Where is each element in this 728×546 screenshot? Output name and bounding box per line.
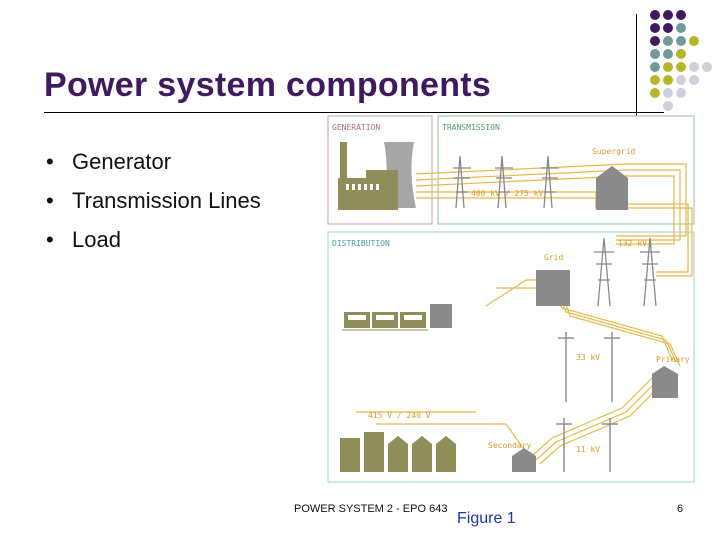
bullet-icon: • xyxy=(46,187,54,213)
voltage-11-label: 11 kV xyxy=(576,445,600,454)
supergrid-substation-icon xyxy=(596,166,628,210)
decor-dot xyxy=(676,23,686,33)
decor-dot xyxy=(650,62,660,72)
decor-dot xyxy=(663,10,673,20)
supergrid-label: Supergrid xyxy=(592,147,636,156)
bullet-text: Generator xyxy=(72,148,172,174)
decor-dot xyxy=(702,62,712,72)
voltage-132-label: 132 kV xyxy=(618,239,647,248)
decor-dot xyxy=(663,36,673,46)
distribution-panel xyxy=(327,231,695,483)
decor-dot xyxy=(663,49,673,59)
decor-dot xyxy=(650,23,660,33)
bullet-icon: • xyxy=(46,226,54,252)
voltage-415-label: 415 V / 240 V xyxy=(368,411,431,420)
decor-dot xyxy=(650,10,660,20)
decor-dot xyxy=(676,75,686,85)
decor-dot xyxy=(663,75,673,85)
decor-dot xyxy=(689,36,699,46)
bullet-item: • Generator xyxy=(46,142,261,181)
decor-horizontal-rule xyxy=(44,112,664,113)
bullet-item: • Transmission Lines xyxy=(46,181,261,220)
pylon-132-icon xyxy=(594,237,660,307)
railway-icon xyxy=(342,312,428,331)
load-buildings-icon xyxy=(340,432,456,472)
decor-dot xyxy=(650,49,660,59)
power-system-diagram: GENERATION TRANSMISSION DISTRIBUTION xyxy=(327,115,695,483)
bullet-text: Transmission Lines xyxy=(72,187,261,213)
slide-footer: POWER SYSTEM 2 - EPO 643 xyxy=(294,503,448,515)
transmission-label: TRANSMISSION xyxy=(442,123,500,132)
decor-dot xyxy=(650,88,660,98)
decor-dot xyxy=(650,36,660,46)
primary-label: Primary xyxy=(656,355,690,364)
figure-caption: Figure 1 xyxy=(457,510,516,527)
decor-dot xyxy=(689,62,699,72)
decor-dot xyxy=(663,23,673,33)
decor-dot xyxy=(676,36,686,46)
bullet-icon: • xyxy=(46,148,54,174)
pole-33kv-icon xyxy=(558,332,620,402)
grid-label: Grid xyxy=(544,253,563,262)
decor-dot xyxy=(663,62,673,72)
pole-11kv-icon xyxy=(556,418,618,472)
decor-dot xyxy=(689,75,699,85)
primary-substation-icon xyxy=(652,366,678,398)
decor-vertical-rule xyxy=(636,14,637,122)
bullet-list: • Generator • Transmission Lines • Load xyxy=(46,142,261,259)
decor-dot xyxy=(650,75,660,85)
page-number: 6 xyxy=(677,503,684,515)
slide-title: Power system components xyxy=(44,66,492,104)
bullet-text: Load xyxy=(72,226,121,252)
decor-dot xyxy=(663,88,673,98)
grid-substation-icon xyxy=(536,270,570,306)
bullet-item: • Load xyxy=(46,220,261,259)
decor-dot xyxy=(676,88,686,98)
railway-substation-icon xyxy=(430,304,452,328)
secondary-label: Secondary xyxy=(488,441,532,450)
voltage-400-label: 400 kV / 275 kV xyxy=(471,189,543,198)
distribution-label: DISTRIBUTION xyxy=(332,239,390,248)
decor-dot xyxy=(676,49,686,59)
decor-dot xyxy=(663,101,673,111)
decor-dot xyxy=(676,62,686,72)
generation-label: GENERATION xyxy=(332,123,380,132)
power-station-icon xyxy=(338,142,416,210)
secondary-substation-icon xyxy=(512,448,536,472)
pylon-icon xyxy=(453,155,559,209)
voltage-33-label: 33 kV xyxy=(576,353,600,362)
decor-dot xyxy=(676,10,686,20)
